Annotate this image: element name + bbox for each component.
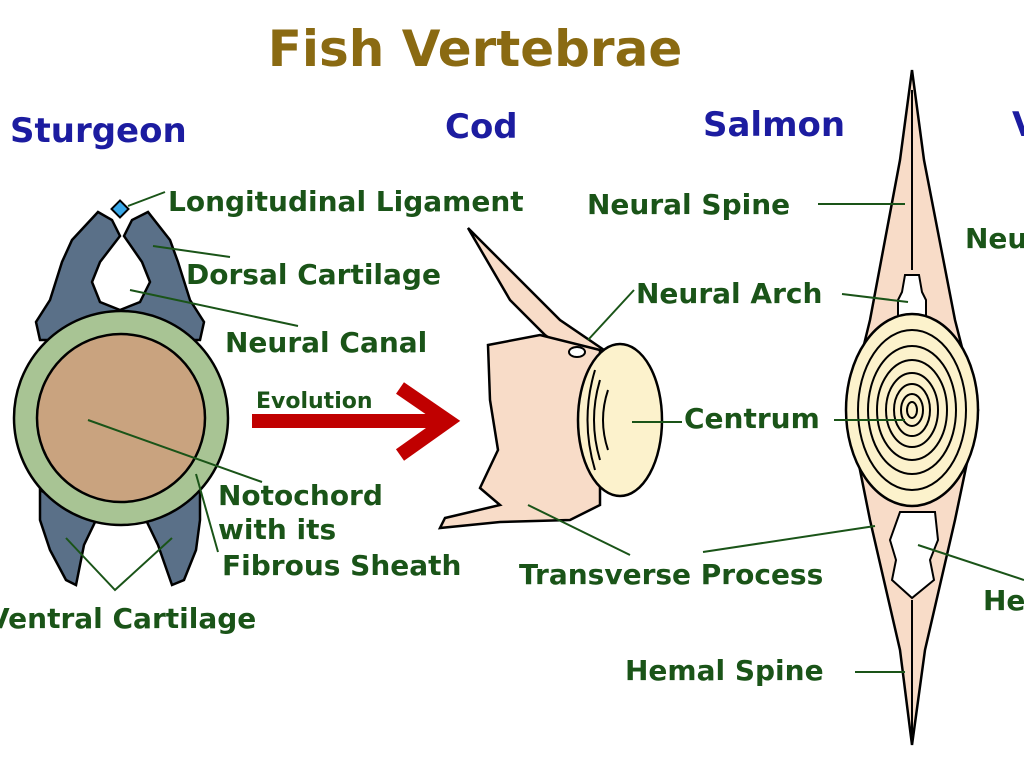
- salmon-centrum: [844, 312, 980, 508]
- salmon-hemal-canal: [888, 511, 940, 600]
- evolution-arrow-icon: [252, 382, 461, 461]
- dorsal-cartilage: [34, 210, 206, 342]
- cod-vertebra: [437, 227, 664, 530]
- label-fibrous-sheath: Fibrous Sheath: [222, 549, 461, 582]
- label-neural-arch: Neural Arch: [636, 277, 822, 310]
- label-hemal-spine: Hemal Spine: [625, 654, 824, 687]
- notochord: [35, 332, 207, 504]
- label-with-its: with its: [218, 513, 336, 546]
- diagram-title: Fish Vertebrae: [268, 20, 683, 78]
- label-cutoff-hemal: He: [983, 584, 1024, 617]
- label-transverse-process: Transverse Process: [519, 558, 823, 591]
- sturgeon-vertebra: [12, 199, 230, 587]
- label-evolution: Evolution: [256, 389, 373, 414]
- cod-leader-lines: [527, 289, 682, 556]
- label-longitudinal-ligament: Longitudinal Ligament: [168, 185, 524, 218]
- label-cutoff-neural: Neu: [965, 222, 1024, 255]
- sturgeon-leader-lines: [65, 191, 299, 592]
- salmon-leader-lines: [702, 203, 1024, 673]
- label-neural-spine: Neural Spine: [587, 188, 790, 221]
- cod-heading: Cod: [445, 107, 518, 147]
- label-notochord: Notochord: [218, 479, 383, 512]
- cutoff-heading: V: [1012, 105, 1024, 145]
- label-centrum: Centrum: [684, 402, 820, 435]
- sturgeon-heading: Sturgeon: [10, 111, 187, 151]
- longitudinal-ligament: [110, 199, 130, 219]
- salmon-heading: Salmon: [703, 105, 845, 145]
- label-ventral-cartilage: Ventral Cartilage: [0, 602, 256, 635]
- salmon-vertebra: [844, 69, 980, 746]
- cod-centrum: [576, 342, 664, 498]
- label-neural-canal: Neural Canal: [225, 326, 427, 359]
- cod-neural-arch-hole: [568, 346, 586, 358]
- centrum-growth-rings: [857, 329, 967, 491]
- label-dorsal-cartilage: Dorsal Cartilage: [186, 258, 441, 291]
- cod-body: [437, 333, 602, 530]
